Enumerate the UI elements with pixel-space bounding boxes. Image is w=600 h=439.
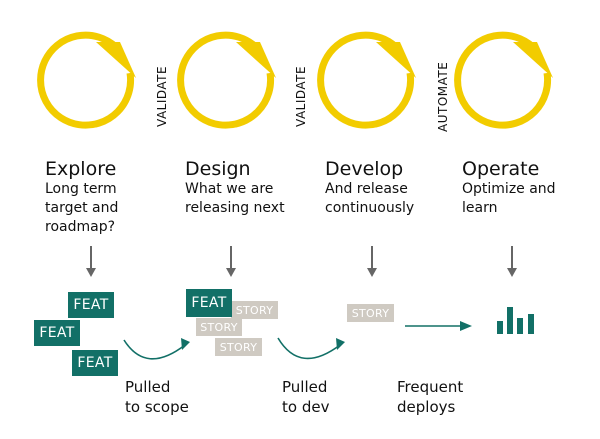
flow-label-line: Frequent <box>397 378 464 396</box>
transition-label-automate: AUTOMATE <box>436 61 450 132</box>
cycle-arrow-icon <box>317 31 416 129</box>
down-arrow-icon <box>226 246 236 277</box>
curved-arrow-icon <box>123 338 190 360</box>
stage-desc-line: releasing next <box>185 200 285 216</box>
stage-title-operate: Operate <box>462 158 540 180</box>
down-arrow-icon <box>507 246 517 277</box>
feat-tile: FEAT <box>186 289 232 317</box>
cycle-arrow-icon <box>177 31 276 129</box>
feat-tile: FEAT <box>72 350 118 376</box>
down-arrow-icon <box>367 246 377 277</box>
stage-desc-explore: Long term target and roadmap? <box>45 180 165 237</box>
transition-label-validate-2: VALIDATE <box>294 65 308 127</box>
stage-title-explore: Explore <box>45 158 117 180</box>
stage-desc-line: And release <box>325 181 408 197</box>
feat-tile: FEAT <box>34 320 80 346</box>
bar-chart-icon <box>497 307 534 334</box>
story-tile: STORY <box>196 318 242 336</box>
flow-label-pulled-to-scope: Pulled to scope <box>125 377 189 417</box>
stage-desc-line: continuously <box>325 200 415 216</box>
story-tile: STORY <box>347 304 394 322</box>
stage-desc-line: target and <box>45 200 119 216</box>
stage-desc-develop: And release continuously <box>325 180 445 218</box>
flow-label-line: to dev <box>282 398 330 416</box>
cycle-arrow-icon <box>37 31 136 129</box>
cycle-arrow-icon <box>454 31 553 129</box>
stage-desc-design: What we are releasing next <box>185 180 305 218</box>
flow-label-line: to scope <box>125 398 189 416</box>
flow-label-line: deploys <box>397 398 456 416</box>
stage-title-develop: Develop <box>325 158 404 180</box>
story-tile: STORY <box>231 301 278 319</box>
stage-desc-operate: Optimize and learn <box>462 180 582 218</box>
transition-label-validate-1: VALIDATE <box>155 65 169 127</box>
flow-label-line: Pulled <box>282 378 328 396</box>
feat-tile: FEAT <box>68 292 114 318</box>
flow-label-pulled-to-dev: Pulled to dev <box>282 377 329 417</box>
stage-desc-line: learn <box>462 200 498 216</box>
right-arrow-icon <box>405 321 472 331</box>
down-arrow-icon <box>86 246 96 277</box>
stage-desc-line: What we are <box>185 181 274 197</box>
curved-arrow-icon <box>277 337 345 360</box>
flow-label-line: Pulled <box>125 378 171 396</box>
stage-title-design: Design <box>185 158 251 180</box>
stage-desc-line: roadmap? <box>45 219 116 235</box>
flow-label-frequent-deploys: Frequent deploys <box>397 377 463 417</box>
story-tile: STORY <box>215 338 262 356</box>
stage-desc-line: Long term <box>45 181 117 197</box>
stage-desc-line: Optimize and <box>462 181 556 197</box>
